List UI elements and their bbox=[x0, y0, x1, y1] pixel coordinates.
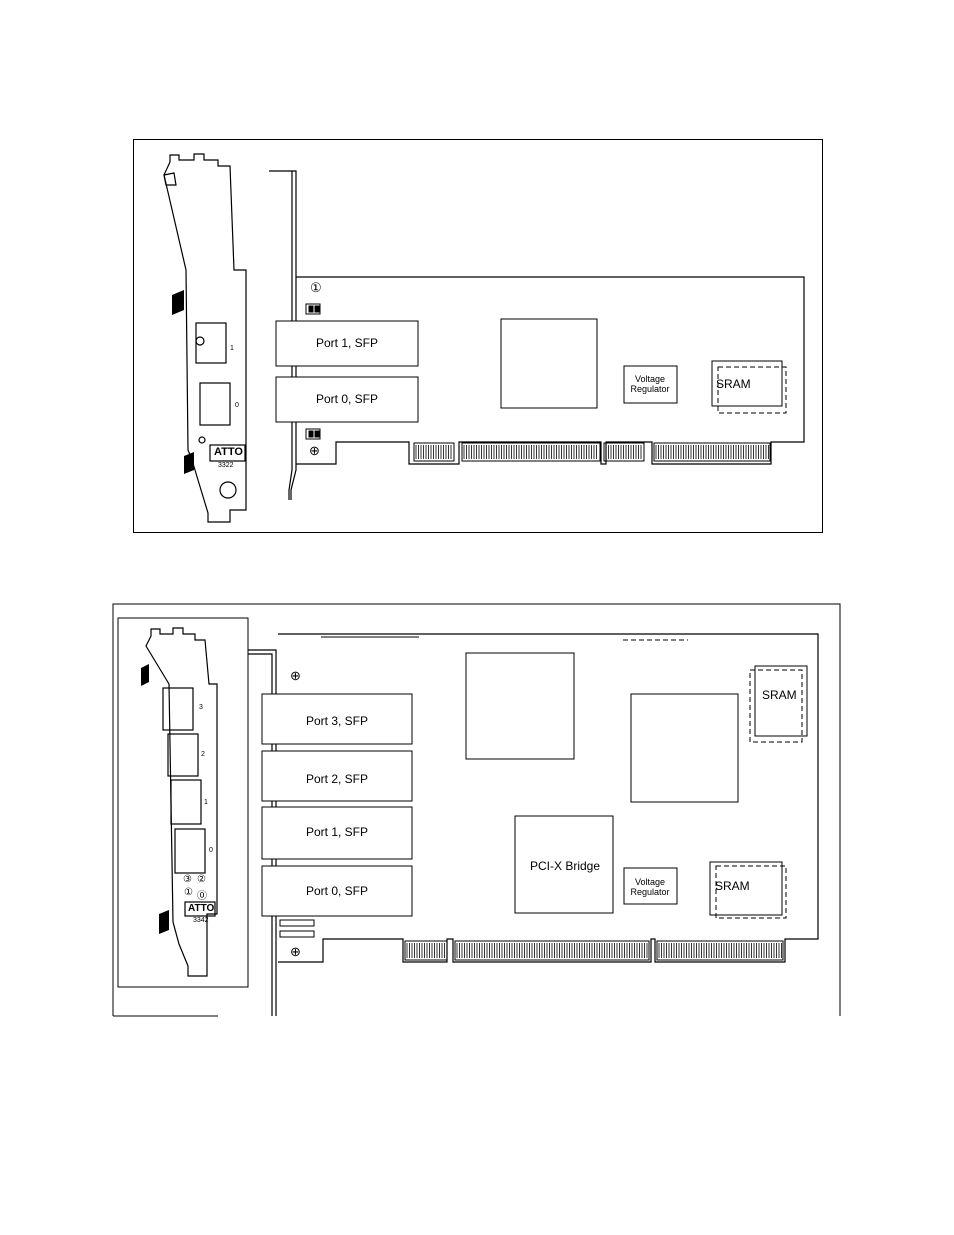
bracket-model-2: 3342 bbox=[193, 917, 209, 924]
pcix-bridge-label: PCI-X Bridge bbox=[530, 859, 600, 873]
bracket-port-1-number-2: 1 bbox=[204, 799, 208, 806]
sram-bottom-label: SRAM bbox=[715, 879, 750, 893]
bracket-port-0-number-2: 0 bbox=[209, 847, 213, 854]
sram-label-1: SRAM bbox=[716, 377, 751, 391]
port-0-label: Port 0, SFP bbox=[316, 392, 378, 406]
port-1-label: Port 1, SFP bbox=[316, 336, 378, 350]
bracket-port-0-number: 0 bbox=[235, 402, 239, 409]
bracket-led-0: ⓪ bbox=[197, 887, 207, 902]
bracket-logo-1: ATTO bbox=[214, 446, 243, 458]
port-0-label-2: Port 0, SFP bbox=[306, 884, 368, 898]
main-chip-1 bbox=[501, 319, 597, 408]
bracket-port-1-number: 1 bbox=[230, 345, 234, 352]
bracket-logo-2: ATTO bbox=[188, 903, 214, 914]
bracket-model-1: 3322 bbox=[218, 462, 234, 469]
figure-1-two-port-board: Port 1, SFP Port 0, SFP Voltage Regulato… bbox=[133, 139, 823, 533]
led-block-bottom bbox=[306, 429, 320, 439]
connector-pins-1 bbox=[416, 445, 769, 459]
main-chip-2 bbox=[466, 653, 574, 759]
board-2-drawing bbox=[113, 604, 840, 1016]
ground-icon-1: ⊕ bbox=[309, 443, 320, 459]
ground-icon-2a: ⊕ bbox=[290, 668, 301, 684]
voltage-regulator-label-2: Voltage Regulator bbox=[630, 877, 669, 897]
edge-connector-1 bbox=[414, 443, 770, 461]
voltage-regulator-label-1: Voltage Regulator bbox=[630, 374, 669, 394]
second-chip-2 bbox=[631, 694, 738, 802]
ground-icon-2b: ⊕ bbox=[290, 944, 301, 960]
board-1-drawing bbox=[134, 140, 822, 532]
port-3-label: Port 3, SFP bbox=[306, 714, 368, 728]
port-1-label-2: Port 1, SFP bbox=[306, 825, 368, 839]
led-rows-2 bbox=[280, 920, 314, 937]
connector-pins-2 bbox=[407, 943, 782, 958]
led-block-top bbox=[306, 304, 320, 314]
bracket-port-2-number: 2 bbox=[201, 751, 205, 758]
port-2-label: Port 2, SFP bbox=[306, 772, 368, 786]
bracket-port-3-number: 3 bbox=[199, 704, 203, 711]
bracket-led-1: ① bbox=[184, 887, 193, 898]
bracket-2-inset bbox=[118, 618, 248, 987]
bracket-led-3: ③ bbox=[183, 874, 192, 885]
bracket-led-2: ② bbox=[197, 874, 206, 885]
info-icon: ① bbox=[310, 280, 322, 296]
figure-2-four-port-board: Port 3, SFP Port 2, SFP Port 1, SFP Port… bbox=[113, 604, 840, 1016]
sram-top-label: SRAM bbox=[762, 688, 797, 702]
